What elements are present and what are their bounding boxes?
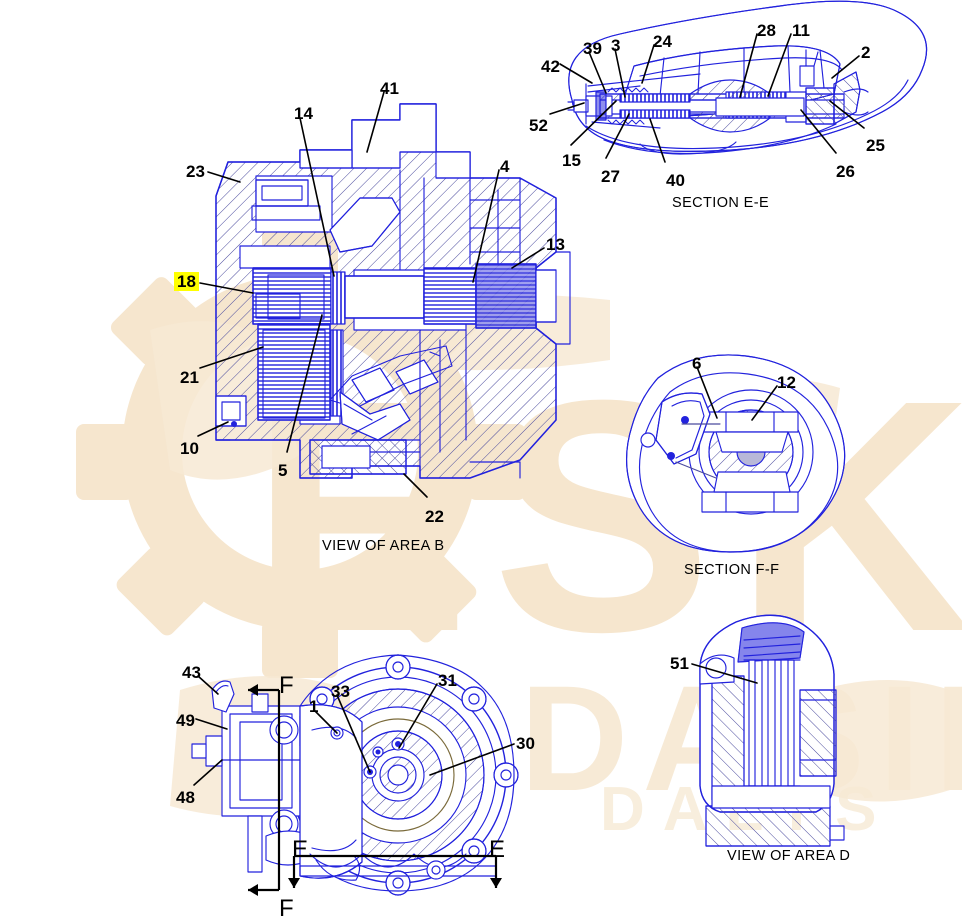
leader-line-27 <box>605 113 630 159</box>
callout-40[interactable]: 40 <box>666 171 685 190</box>
caption-view-area-d: VIEW OF AREA D <box>727 848 851 864</box>
callout-42[interactable]: 42 <box>541 57 560 76</box>
callout-6[interactable]: 6 <box>692 354 702 373</box>
callout-3[interactable]: 3 <box>611 36 621 55</box>
callout-41[interactable]: 41 <box>380 79 399 98</box>
callout-22[interactable]: 22 <box>425 507 444 526</box>
callout-2[interactable]: 2 <box>861 43 871 62</box>
callout-49[interactable]: 49 <box>176 711 195 730</box>
callout-15[interactable]: 15 <box>562 151 581 170</box>
callout-5[interactable]: 5 <box>278 461 288 480</box>
leader-line-4 <box>472 169 500 283</box>
leader-line-25 <box>829 100 865 129</box>
callout-12[interactable]: 12 <box>777 373 796 392</box>
leader-line-28 <box>739 33 758 98</box>
section-e-e-drawing <box>567 0 928 155</box>
callout-43[interactable]: 43 <box>182 663 201 682</box>
leader-line-2 <box>831 55 860 79</box>
callout-52[interactable]: 52 <box>529 116 548 135</box>
callout-23[interactable]: 23 <box>186 162 205 181</box>
section-mark-f-1: F <box>279 895 294 919</box>
callout-11[interactable]: 11 <box>792 21 810 40</box>
leader-line-42 <box>559 63 593 84</box>
callout-26[interactable]: 26 <box>836 162 855 181</box>
callout-27[interactable]: 27 <box>601 167 620 186</box>
leader-line-23 <box>207 171 241 183</box>
section-mark-f-0: F <box>279 672 294 699</box>
callout-33[interactable]: 33 <box>331 682 350 701</box>
callout-51[interactable]: 51 <box>670 654 689 673</box>
leader-line-51 <box>691 663 758 684</box>
leader-line-52 <box>549 102 585 115</box>
leader-line-30 <box>429 743 515 776</box>
caption-section-f-f: SECTION F-F <box>684 562 780 578</box>
view-area-d-drawing <box>699 614 845 847</box>
caption-section-e-e: SECTION E-E <box>672 195 770 211</box>
callout-24[interactable]: 24 <box>653 32 672 51</box>
leader-line-24 <box>641 44 655 84</box>
caption-view-area-b: VIEW OF AREA B <box>322 538 445 554</box>
leader-line-40 <box>649 118 666 163</box>
leader-line-15 <box>570 100 617 146</box>
leader-line-13 <box>511 247 545 269</box>
leader-line-11 <box>767 33 792 97</box>
section-mark-e-3: E <box>489 836 506 863</box>
callout-1[interactable]: 1 <box>309 697 319 716</box>
callout-31[interactable]: 31 <box>438 671 457 690</box>
callout-14[interactable]: 14 <box>294 104 313 123</box>
leader-line-41 <box>366 91 385 153</box>
callout-21[interactable]: 21 <box>180 368 199 387</box>
leader-line-31 <box>398 683 438 749</box>
leader-line-26 <box>800 109 837 154</box>
callout-10[interactable]: 10 <box>180 439 199 458</box>
callout-18[interactable]: 18 <box>174 272 199 291</box>
callout-48[interactable]: 48 <box>176 788 195 807</box>
callout-28[interactable]: 28 <box>757 21 776 40</box>
callout-4[interactable]: 4 <box>500 157 510 176</box>
leader-line-3 <box>614 48 626 98</box>
section-mark-e-2: E <box>292 836 309 863</box>
callout-39[interactable]: 39 <box>583 39 602 58</box>
callout-30[interactable]: 30 <box>516 734 535 753</box>
leader-line-39 <box>588 51 607 94</box>
callout-13[interactable]: 13 <box>546 235 565 254</box>
callout-25[interactable]: 25 <box>866 136 885 155</box>
